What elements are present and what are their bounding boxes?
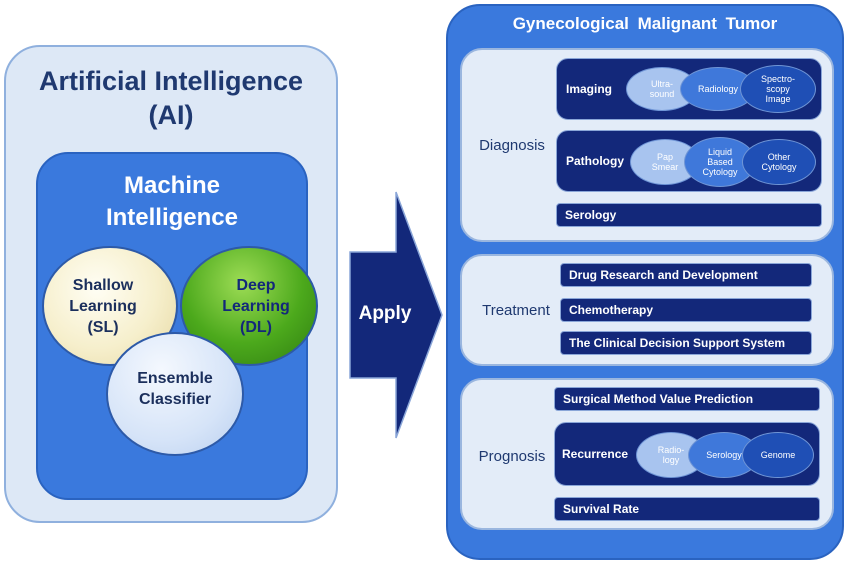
ai-title-line2: (AI) xyxy=(148,100,194,130)
recurrence-serology-text: Serology xyxy=(706,450,742,460)
ultrasound-line1: Ultra- xyxy=(651,79,673,89)
genome-text: Genome xyxy=(760,450,796,460)
ultrasound-line2: sound xyxy=(649,89,675,99)
genome-pill: Genome xyxy=(742,432,814,478)
tumor-title: Gynecological Malignant Tumor xyxy=(512,14,778,33)
recurrence-radiology-line2: logy xyxy=(662,455,680,465)
recurrence-label: Recurrence xyxy=(562,447,629,461)
drug-research-bar: Drug Research and Development xyxy=(560,263,812,287)
treatment-label: Treatment xyxy=(482,301,550,319)
deep-label-line2: Learning xyxy=(222,297,290,315)
imaging-label: Imaging xyxy=(566,82,613,96)
spectroscopy-line1: Spectro- xyxy=(760,74,795,84)
ai-title: Artificial Intelligence (AI) xyxy=(4,62,338,134)
spectroscopy-pill: Spectro- scopy Image xyxy=(740,65,816,113)
shallow-label-line2: Learning xyxy=(69,297,137,315)
spectroscopy-line2: scopy xyxy=(766,84,790,94)
recurrence-radiology-line1: Radio- xyxy=(657,445,685,455)
shallow-label-line3: (SL) xyxy=(87,318,119,336)
lbc-line1: Liquid xyxy=(707,147,733,157)
other-cytology-pill: Other Cytology xyxy=(742,139,816,185)
mi-title-line1: Machine xyxy=(123,172,221,199)
ensemble-classifier-circle: Ensemble Classifier xyxy=(106,332,244,456)
lbc-line2: Based xyxy=(707,157,733,167)
ensemble-label-line1: Ensemble xyxy=(137,370,213,387)
other-cytology-line1: Other xyxy=(767,152,791,162)
lbc-line3: Cytology xyxy=(702,167,738,177)
diagnosis-label: Diagnosis xyxy=(479,136,545,154)
mi-title-line2: Intelligence xyxy=(105,204,239,231)
pap-smear-line1: Pap xyxy=(656,152,673,162)
serology-bar: Serology xyxy=(556,203,822,227)
deep-label-line3: (DL) xyxy=(240,318,272,336)
machine-intelligence-title: Machine Intelligence xyxy=(36,166,308,238)
radiology-text: Radiology xyxy=(697,84,739,94)
deep-label-line1: Deep xyxy=(236,276,276,294)
clinical-decision-support-bar: The Clinical Decision Support System xyxy=(560,331,812,355)
ensemble-label-line2: Classifier xyxy=(138,391,212,408)
spectroscopy-line3: Image xyxy=(765,94,791,104)
pap-smear-line2: Smear xyxy=(651,162,679,172)
apply-label: Apply xyxy=(358,303,412,324)
prognosis-label: Prognosis xyxy=(478,447,546,465)
ai-title-line1: Artificial Intelligence xyxy=(38,66,304,96)
pathology-label: Pathology xyxy=(566,154,625,168)
chemotherapy-bar: Chemotherapy xyxy=(560,298,812,322)
apply-arrow xyxy=(349,191,443,439)
survival-rate-bar: Survival Rate xyxy=(554,497,820,521)
other-cytology-line2: Cytology xyxy=(761,162,797,172)
shallow-label-line1: Shallow xyxy=(72,276,134,294)
surgical-method-bar: Surgical Method Value Prediction xyxy=(554,387,820,411)
